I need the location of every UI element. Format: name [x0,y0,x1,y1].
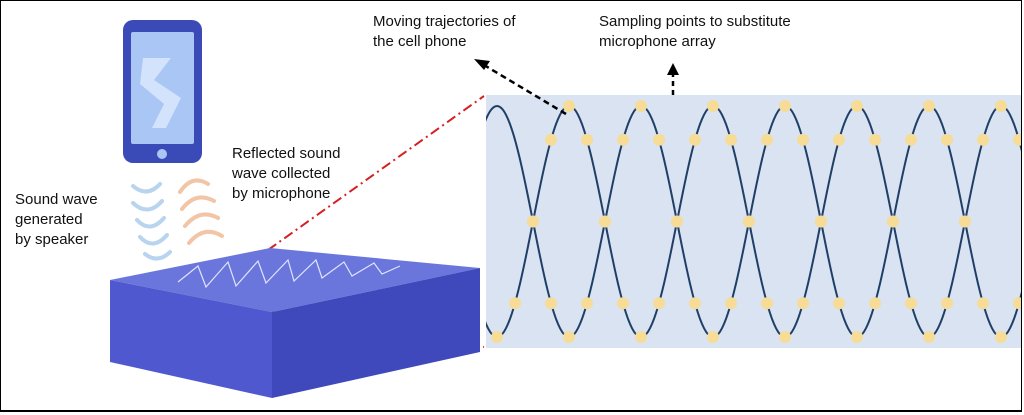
sampling-point [653,133,665,146]
sampling-point [617,133,629,146]
sampling-point [995,331,1007,343]
sampling-point [689,133,701,146]
sampling-point [671,215,683,228]
trajectory-label: Moving trajectories of the cell phone [373,12,516,52]
annotation-arrows [474,59,679,116]
sampling-point [1013,297,1021,310]
sampling-point [995,100,1007,112]
sampling-point [725,297,737,310]
trajectory-panel [486,95,1021,348]
sampling-point [905,297,917,310]
sampling-point [923,100,935,112]
sampling-point [941,133,953,146]
sampling-label-line2: microphone array [599,33,716,50]
trajectory-arrow [483,63,567,116]
sampling-point [527,215,539,228]
sampling-point [977,133,989,146]
sampling-point [563,100,575,112]
trajectory-label-line2: the cell phone [373,33,467,50]
speaker-wave-label-line2: generated [15,211,83,228]
zoom-connector-top [267,95,485,251]
sampling-point [653,297,665,310]
sampling-point [833,133,845,146]
speaker-wave-label-line1: Sound wave [15,191,98,208]
sampling-point [599,215,611,228]
speaker-wave-label: Sound wave generated by speaker [15,190,98,250]
reflected-wave-label-line3: by microphone [232,185,331,202]
sampling-point [743,215,755,228]
sampling-point [851,100,863,112]
sampling-point [617,297,629,310]
sampling-point [581,133,593,146]
sampling-point [545,133,557,146]
sampling-point [1013,133,1021,146]
sampling-point [761,133,773,146]
sampling-point [725,133,737,146]
surface-trajectory-icon [177,258,401,289]
sampling-point [797,133,809,146]
box-front-face [110,280,272,398]
reflected-wave-label-line2: wave collected [232,165,331,182]
sampling-point [815,215,827,228]
sampling-label-line1: Sampling points to substitute [599,13,791,30]
sampling-point [689,297,701,310]
sound-wave-icon [131,182,172,261]
sampling-point [707,100,719,112]
trajectory-label-line1: Moving trajectories of [373,13,516,30]
smartphone-icon [123,20,202,163]
sampling-arrowhead [667,63,679,75]
sampling-points [491,100,1021,343]
sampling-label: Sampling points to substitute microphone… [599,12,791,52]
sampling-point [581,297,593,310]
sampling-point [833,297,845,310]
sampling-point [779,100,791,112]
sampling-point [779,331,791,343]
sampling-point [635,331,647,343]
sampling-point [635,100,647,112]
reflected-wave-icon [178,178,224,245]
speaker-wave-label-line3: by speaker [15,231,89,248]
sampling-point [563,331,575,343]
sampling-point [923,331,935,343]
box-side-face [272,268,480,398]
reflected-wave-label: Reflected sound wave collected by microp… [232,144,340,204]
sampling-point [545,297,557,310]
sampling-point [869,297,881,310]
reflected-wave-label-line1: Reflected sound [232,145,341,162]
sampling-point [491,331,503,343]
sampling-point [959,215,971,228]
sampling-point [851,331,863,343]
sampling-point [887,215,899,228]
sampling-point [707,331,719,343]
sampling-point [977,297,989,310]
sampling-point [905,133,917,146]
sampling-point [761,297,773,310]
surface-box [110,248,480,398]
sampling-point [869,133,881,146]
sampling-point [941,297,953,310]
sampling-point [509,297,521,310]
trajectory-arrowhead [474,59,490,70]
sampling-point [797,297,809,310]
